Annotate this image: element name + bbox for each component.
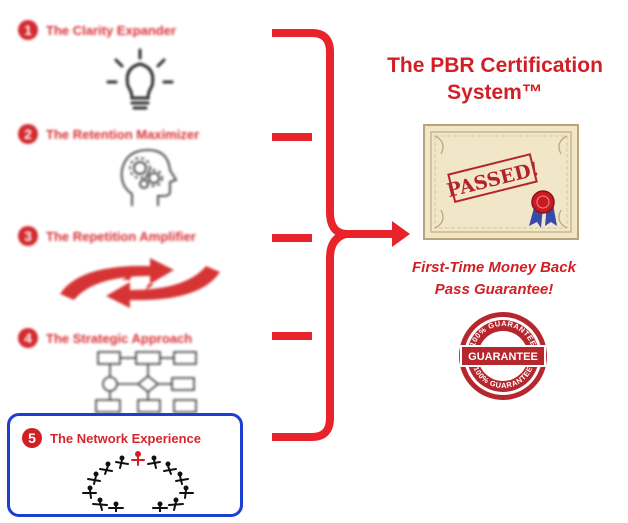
step-3-title: The Repetition Amplifier bbox=[46, 228, 196, 244]
guarantee-text: First-Time Money Back Pass Guarantee! bbox=[372, 257, 616, 301]
lightbulb-icon bbox=[104, 46, 176, 121]
system-title-line1: The PBR Certification bbox=[387, 54, 603, 77]
step-2-number-badge: 2 bbox=[18, 124, 38, 144]
step-2-title-row: 2 The Retention Maximizer bbox=[18, 124, 199, 144]
step-5-number-badge: 5 bbox=[22, 428, 42, 448]
step-3-title-row: 3 The Repetition Amplifier bbox=[18, 226, 196, 246]
system-title: The PBR Certification System™ bbox=[362, 52, 628, 106]
guarantee-seal-icon: 100% GUARANTEE 100% GUARANTEE GUARANTEE bbox=[457, 310, 549, 407]
step-4-number-badge: 4 bbox=[18, 328, 38, 348]
seal-center-text: GUARANTEE bbox=[468, 351, 538, 363]
step-5-highlight-box bbox=[7, 413, 243, 517]
step-2-title: The Retention Maximizer bbox=[46, 126, 200, 142]
step-4-title-row: 4 The Strategic Approach bbox=[18, 328, 192, 348]
head-gears-icon bbox=[114, 146, 184, 215]
step-5-title-row: 5 The Network Experience bbox=[22, 428, 201, 448]
step-3-number-badge: 3 bbox=[18, 226, 38, 246]
flowchart-icon bbox=[92, 350, 202, 419]
system-title-line2: System™ bbox=[447, 81, 543, 104]
people-network-icon bbox=[78, 448, 198, 517]
guarantee-line2: Pass Guarantee! bbox=[434, 281, 554, 298]
step-1-title: The Clarity Expander bbox=[46, 22, 177, 38]
step-5-title: The Network Experience bbox=[50, 430, 201, 446]
guarantee-line1: First-Time Money Back bbox=[412, 259, 576, 276]
step-4-title: The Strategic Approach bbox=[46, 330, 193, 346]
certificate-icon: PASSED! bbox=[423, 124, 579, 245]
step-1-title-row: 1 The Clarity Expander bbox=[18, 20, 176, 40]
step-1-number-badge: 1 bbox=[18, 20, 38, 40]
cycle-arrows-icon bbox=[50, 254, 230, 315]
